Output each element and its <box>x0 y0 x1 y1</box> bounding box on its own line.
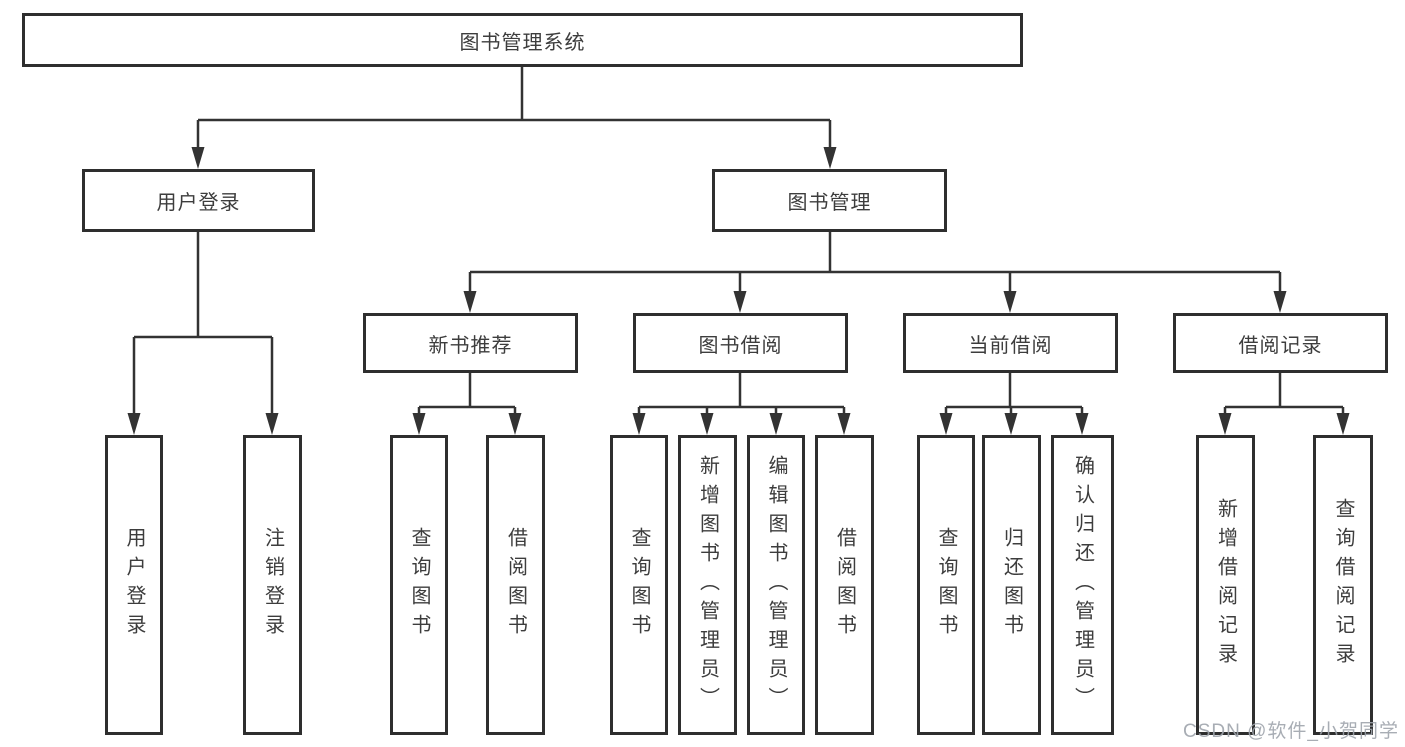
leaf-query-books-recommend-label: 查询图书 <box>408 527 430 643</box>
leaf-add-borrow-record: 新增借阅记录 <box>1196 435 1255 735</box>
leaf-query-books-current-label: 查询图书 <box>935 527 957 643</box>
leaf-add-books-admin: 新增图书（管理员） <box>678 435 737 735</box>
leaf-edit-books-admin-label: 编辑图书（管理员） <box>765 454 787 716</box>
leaf-edit-books-admin: 编辑图书（管理员） <box>747 435 805 735</box>
node-user-login: 用户登录 <box>82 169 315 232</box>
node-book-management-label: 图书管理 <box>787 192 872 214</box>
leaf-confirm-return-admin: 确认归还（管理员） <box>1051 435 1114 735</box>
node-borrow-records-label: 借阅记录 <box>1238 334 1323 357</box>
leaf-query-borrow-record-label: 查询借阅记录 <box>1332 498 1354 672</box>
leaf-query-books-borrow: 查询图书 <box>610 435 668 735</box>
node-book-management: 图书管理 <box>712 169 947 232</box>
leaf-query-borrow-record: 查询借阅记录 <box>1313 435 1373 735</box>
node-new-book-recommend: 新书推荐 <box>363 313 578 373</box>
leaf-confirm-return-admin-label: 确认归还（管理员） <box>1071 454 1094 716</box>
node-user-login-label: 用户登录 <box>156 192 241 214</box>
node-root: 图书管理系统 <box>22 13 1023 67</box>
leaf-user-login: 用户登录 <box>105 435 163 735</box>
leaf-add-borrow-record-label: 新增借阅记录 <box>1214 498 1237 672</box>
node-book-borrow-label: 图书借阅 <box>698 334 783 357</box>
leaf-logout-label: 注销登录 <box>261 527 284 643</box>
node-current-borrow-label: 当前借阅 <box>968 334 1053 357</box>
node-book-borrow: 图书借阅 <box>633 313 848 373</box>
leaf-query-books-borrow-label: 查询图书 <box>628 527 650 643</box>
leaf-borrow-books-recommend: 借阅图书 <box>486 435 545 735</box>
leaf-logout: 注销登录 <box>243 435 302 735</box>
node-borrow-records: 借阅记录 <box>1173 313 1388 373</box>
leaf-user-login-label: 用户登录 <box>123 527 145 643</box>
node-root-label: 图书管理系统 <box>459 31 586 54</box>
leaf-borrow-books-borrow: 借阅图书 <box>815 435 874 735</box>
leaf-return-books-label: 归还图书 <box>1000 527 1023 643</box>
leaf-query-books-current: 查询图书 <box>917 435 975 735</box>
node-new-book-recommend-label: 新书推荐 <box>428 334 513 357</box>
leaf-borrow-books-recommend-label: 借阅图书 <box>504 527 527 643</box>
leaf-add-books-admin-label: 新增图书（管理员） <box>696 454 719 716</box>
watermark-text: CSDN @软件_小贺同学 <box>1183 721 1399 742</box>
leaf-return-books: 归还图书 <box>982 435 1041 735</box>
leaf-query-books-recommend: 查询图书 <box>390 435 448 735</box>
node-current-borrow: 当前借阅 <box>903 313 1118 373</box>
arrowheads <box>127 147 1350 435</box>
leaf-borrow-books-borrow-label: 借阅图书 <box>833 527 856 643</box>
